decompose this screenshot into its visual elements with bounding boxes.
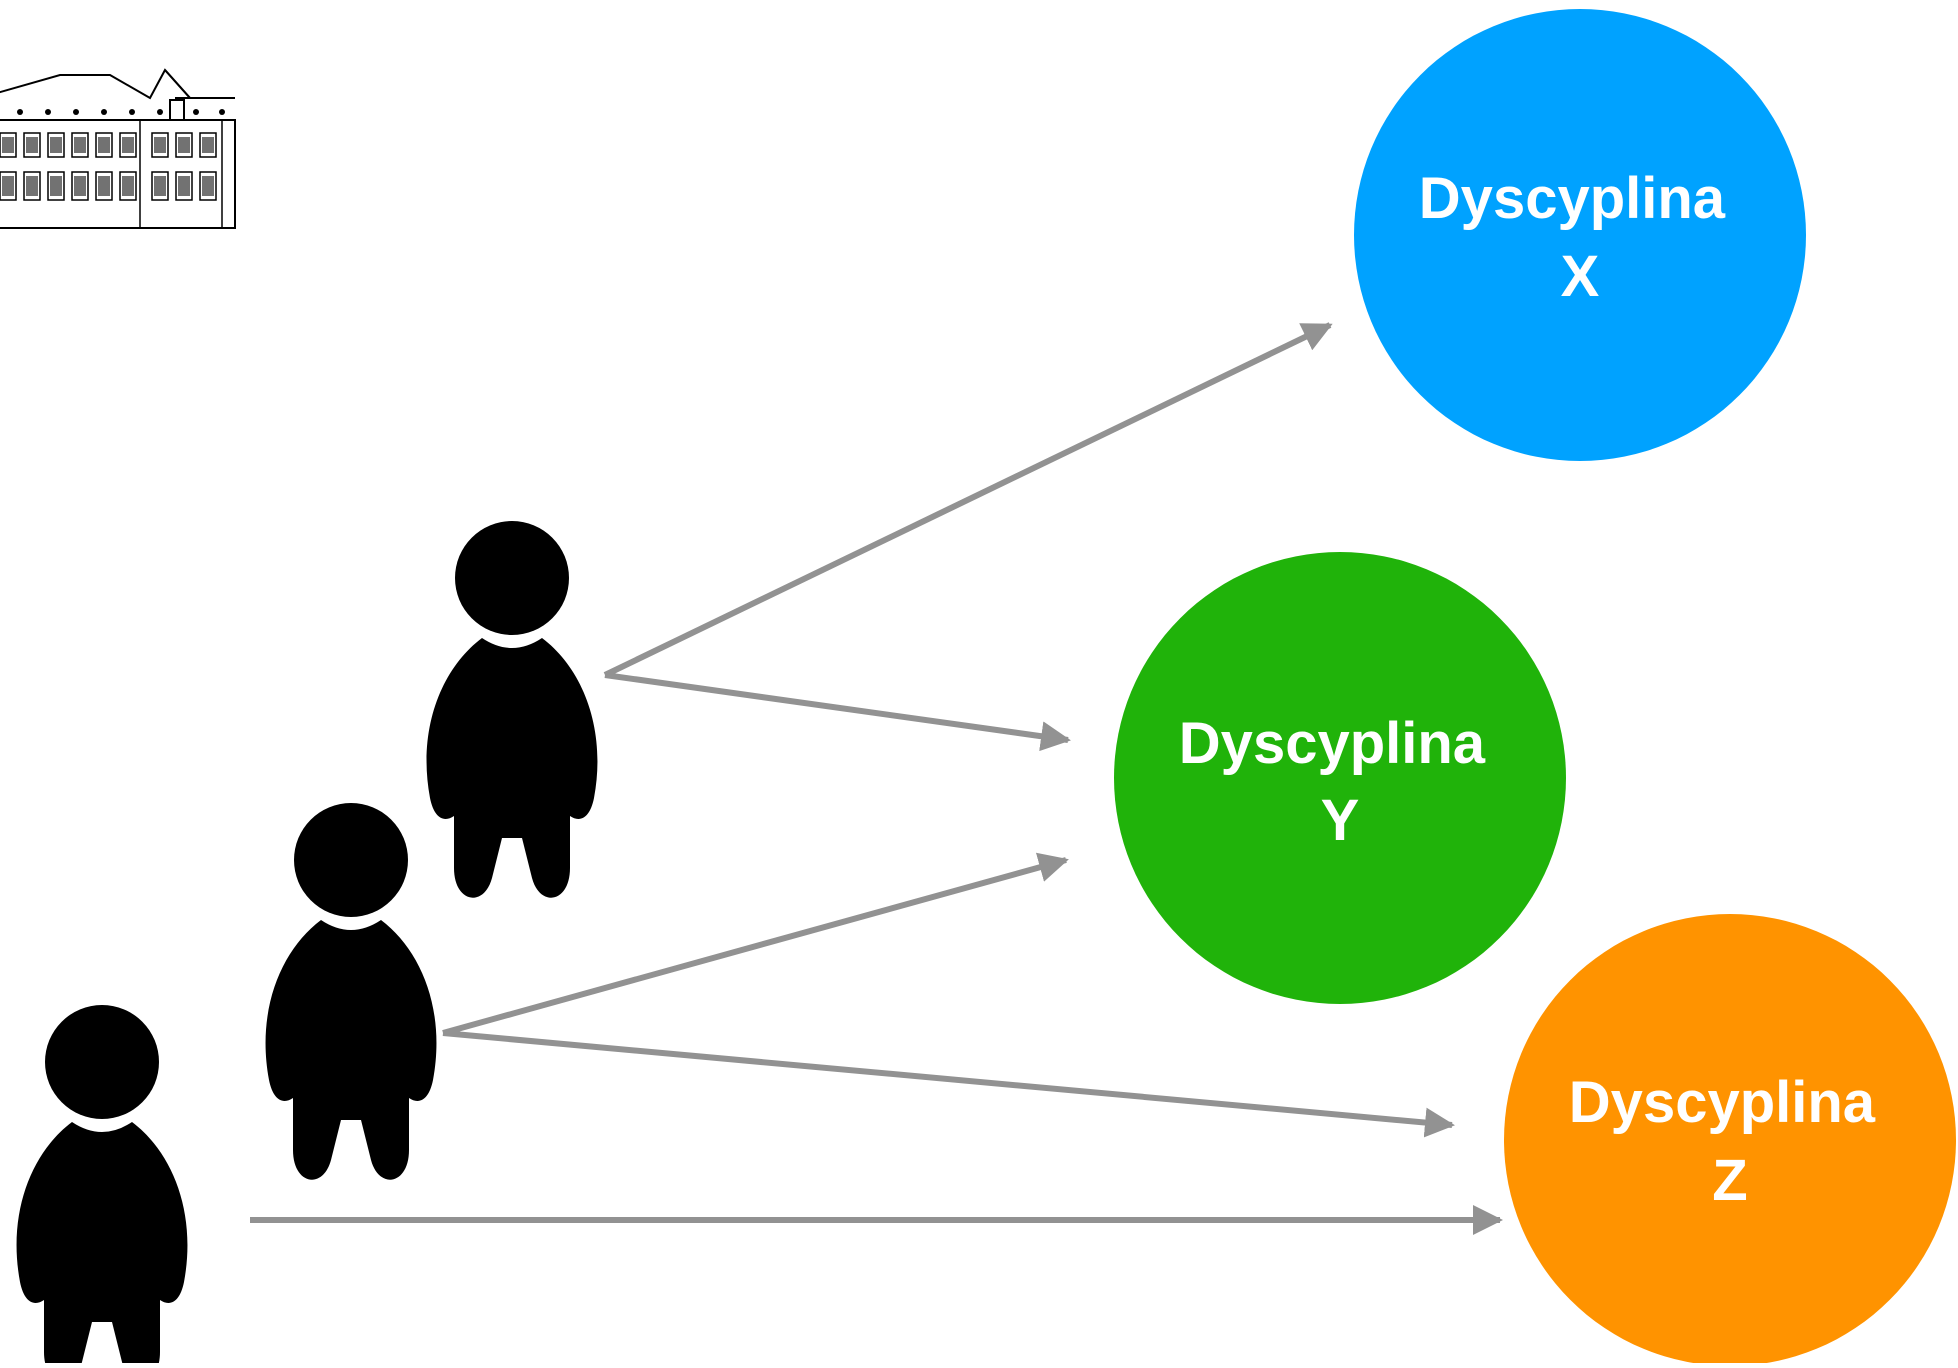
arrows bbox=[250, 322, 1503, 1235]
discipline-y: Dyscyplina Y bbox=[1114, 552, 1566, 1004]
discipline-z-label: Dyscyplina bbox=[1569, 1070, 1876, 1135]
arrow-person3-to-y bbox=[604, 672, 1071, 752]
discipline-x-circle bbox=[1354, 9, 1806, 461]
university-building-icon bbox=[0, 68, 236, 229]
discipline-y-circle bbox=[1114, 552, 1566, 1004]
discipline-x-label: Dyscyplina bbox=[1419, 166, 1726, 231]
arrow-person3-to-x bbox=[603, 322, 1333, 678]
discipline-y-label: Dyscyplina bbox=[1179, 711, 1486, 776]
people bbox=[16, 521, 598, 1368]
discipline-z-circle bbox=[1504, 914, 1956, 1366]
arrow-person2-to-y bbox=[442, 852, 1069, 1036]
svg-text:Dyscyplina Z: Dyscyplina Z bbox=[1569, 1070, 1891, 1213]
discipline-x: Dyscyplina X bbox=[1354, 9, 1806, 461]
arrow-person2-to-z bbox=[442, 1030, 1455, 1138]
svg-text:Dyscyplina X: Dyscyplina X bbox=[1419, 166, 1741, 309]
discipline-x-letter: X bbox=[1561, 244, 1600, 309]
discipline-z-letter: Z bbox=[1712, 1148, 1747, 1213]
person-icon bbox=[265, 803, 437, 1180]
person-icon bbox=[16, 1005, 188, 1368]
discipline-y-letter: Y bbox=[1321, 788, 1360, 853]
person-icon bbox=[426, 521, 598, 898]
svg-text:Dyscyplina Y: Dyscyplina Y bbox=[1179, 711, 1501, 853]
discipline-z: Dyscyplina Z bbox=[1504, 914, 1956, 1366]
